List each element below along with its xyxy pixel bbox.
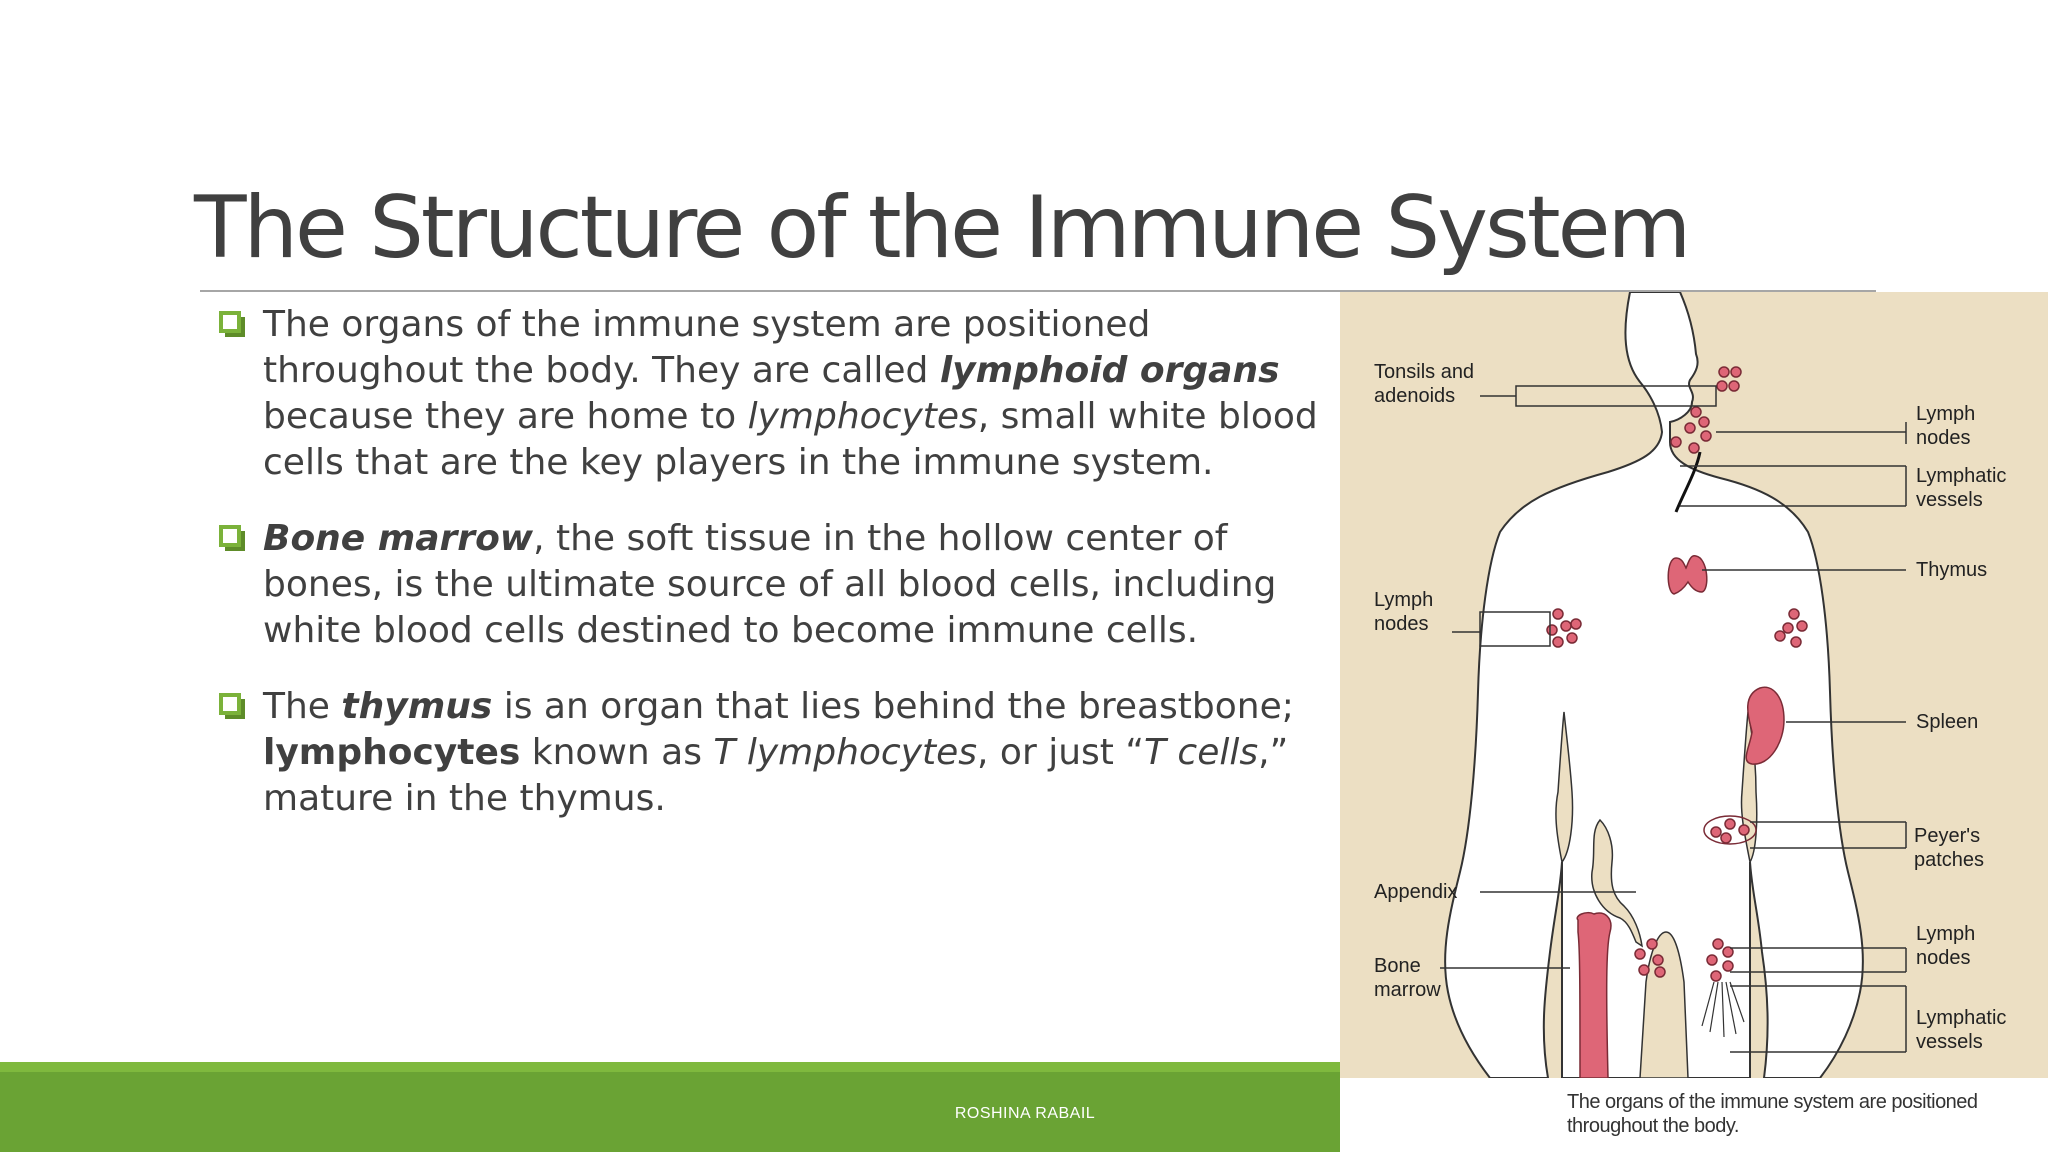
text-run: lymphoid organs	[939, 350, 1280, 391]
bullet-item: The organs of the immune system are posi…	[215, 302, 1320, 486]
slide-title: The Structure of the Immune System	[194, 178, 1691, 278]
appendix-organ	[1591, 818, 1643, 948]
body-diagram	[1440, 291, 1907, 1079]
bullet-item: Bone marrow, the soft tissue in the holl…	[215, 516, 1320, 654]
text-run: The organs of the immune system are posi…	[263, 304, 1151, 391]
text-run: ,” mature in the thymus.	[263, 732, 1289, 819]
label-tonsils: Tonsils and adenoids	[1374, 361, 1475, 407]
title-divider	[200, 290, 1876, 292]
immune-system-figure: Tonsils and adenoids Lymph nodes Lymphat…	[1340, 291, 2048, 1079]
leg-gap	[1639, 931, 1689, 1079]
checkbox-bullet-icon	[219, 311, 245, 337]
text-run: thymus	[341, 686, 493, 727]
bullet-text: The organs of the immune system are posi…	[229, 302, 1320, 486]
text-run: lymphocytes	[747, 396, 978, 437]
neck-lymph-nodes	[1670, 406, 1712, 454]
label-appendix: Appendix	[1374, 881, 1458, 903]
bullet-text: The thymus is an organ that lies behind …	[229, 684, 1320, 822]
label-lymphatic-vessels-leg: Lymphatic vessels	[1916, 1007, 2007, 1053]
text-run: , or just “	[977, 732, 1144, 773]
spleen-organ	[1745, 686, 1785, 765]
text-run: T cells	[1144, 732, 1259, 773]
checkbox-bullet-icon	[219, 525, 245, 551]
text-run: , the soft tissue in the hollow center o…	[263, 518, 1277, 651]
footer-author: ROSHINA RABAIL	[954, 1105, 1096, 1122]
label-lymph-nodes-neck: Lymph nodes	[1916, 403, 1976, 449]
peyers-patches	[1703, 815, 1757, 845]
label-thymus: Thymus	[1916, 559, 1988, 581]
text-run: T lymphocytes	[713, 732, 978, 773]
figure-caption: The organs of the immune system are posi…	[1567, 1091, 1978, 1137]
text-run: The	[263, 686, 342, 727]
label-bone-marrow: Bone marrow	[1374, 955, 1441, 1001]
text-run: known as	[520, 732, 714, 773]
label-lymph-nodes-groin: Lymph nodes	[1916, 923, 1976, 969]
footer-bar	[0, 1062, 1340, 1152]
bullet-text: Bone marrow, the soft tissue in the holl…	[229, 516, 1320, 654]
footer-accent-line	[0, 1062, 1340, 1072]
bullet-item: The thymus is an organ that lies behind …	[215, 684, 1320, 822]
text-run: is an organ that lies behind the breastb…	[492, 686, 1294, 727]
groin-lymph-nodes	[1634, 938, 1734, 982]
leg-lymphatic-vessels	[1701, 981, 1745, 1038]
bone-marrow-organ	[1576, 911, 1612, 1079]
leader-lines	[1440, 385, 1907, 1053]
label-peyers-patches: Peyer's patches	[1914, 825, 1985, 871]
text-run: because they are home to	[263, 396, 748, 437]
bullet-list: The organs of the immune system are posi…	[215, 302, 1320, 852]
left-arm-gap	[1555, 711, 1574, 864]
text-run: , small white blood cells that are the k…	[263, 396, 1318, 483]
checkbox-bullet-icon	[219, 693, 245, 719]
label-lymph-nodes-arm: Lymph nodes	[1374, 589, 1434, 635]
thymus-organ	[1667, 555, 1708, 595]
label-spleen: Spleen	[1916, 711, 1979, 733]
tonsil-nodes	[1716, 366, 1742, 392]
body-outline	[1444, 291, 1864, 1079]
label-lymphatic-vessels-neck: Lymphatic vessels	[1916, 465, 2007, 511]
text-run: Bone marrow	[263, 518, 534, 559]
text-run: lymphocytes	[263, 732, 521, 773]
neck-vessel	[1674, 451, 1702, 513]
figure-caption-area	[1340, 1078, 2048, 1152]
